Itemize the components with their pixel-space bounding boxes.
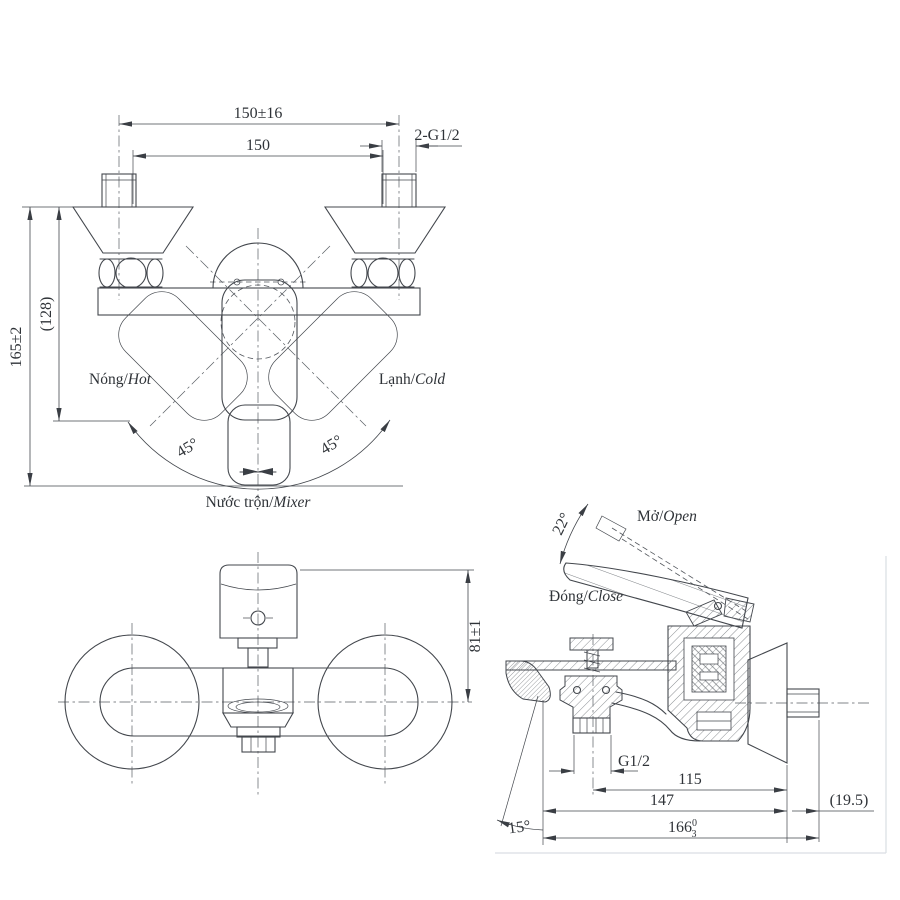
cartridge-body	[667, 625, 751, 742]
cartridge-hidden-circle	[220, 284, 296, 360]
dim-115: 115	[593, 771, 787, 793]
handle-front	[219, 564, 298, 668]
dim-81: 81±1	[300, 569, 484, 702]
dim-81-text: 81±1	[467, 620, 484, 653]
sheet-edge-lines	[495, 556, 887, 854]
eccentric-cone-left	[71, 206, 195, 289]
side-section-view: 22° Mở/Open Đóng/Close G1/2 115	[496, 503, 874, 845]
handle-dome	[212, 242, 304, 289]
wall-connection-side	[747, 642, 820, 764]
label-open: Mở/Open	[637, 508, 697, 525]
dim-15deg: 15°	[496, 695, 544, 838]
dim-g12-text: G1/2	[618, 753, 650, 770]
dim-2-g12: 2-G1/2	[360, 127, 462, 172]
dim-150-16: 150±16	[119, 105, 399, 127]
mixer-body-bar	[97, 287, 421, 316]
angle-45-right: 45°	[318, 432, 346, 458]
spout-upper-wall	[615, 691, 667, 715]
angle-45-left: 45°	[174, 435, 202, 461]
wall-pipe-right	[381, 173, 417, 208]
dim-150-text: 150	[246, 137, 270, 154]
dim-150-16-text: 150±16	[234, 105, 283, 122]
outlet-housing-front	[222, 667, 294, 753]
lever-open-phantom	[595, 515, 752, 622]
label-hot: Nóng/Hot	[89, 371, 152, 388]
eccentric-cone-right	[323, 206, 447, 289]
dim-150: 150	[132, 137, 384, 204]
dim-128-text: (128)	[38, 297, 55, 332]
dim-147: 147 (19.5)	[543, 792, 874, 814]
label-close: Đóng/Close	[549, 588, 623, 605]
top-view: 150±16 150 2-G1/2 165±2 (128)	[8, 105, 462, 511]
lever-closed	[563, 562, 749, 629]
handle-ghost-left	[118, 291, 248, 421]
wall-flange-left	[64, 634, 200, 770]
front-view: 81±1	[58, 552, 484, 795]
dim-g12: G1/2	[549, 753, 650, 774]
diverter-valve	[559, 637, 623, 734]
spout-lower-wall	[611, 702, 701, 742]
wall-flange-right	[317, 634, 453, 770]
angle-15-text: 15°	[507, 818, 532, 838]
open-angle-arc	[559, 503, 589, 565]
swing-arc	[127, 419, 391, 490]
dim-147-text: 147	[650, 792, 674, 809]
handle-ghost-right	[268, 291, 398, 421]
dim-2-g12-text: 2-G1/2	[414, 127, 459, 144]
aerator-wedge	[505, 660, 551, 703]
dim-19-5-text: (19.5)	[830, 792, 869, 809]
dim-165: 165±2 (128)	[8, 206, 403, 487]
dim-115-text: 115	[678, 771, 701, 788]
label-cold: Lạnh/Cold	[379, 371, 446, 388]
handle-lever	[221, 279, 298, 486]
dim-165-text: 165±2	[8, 327, 25, 368]
label-mixer: Nước trộn/Mixer	[206, 494, 312, 511]
